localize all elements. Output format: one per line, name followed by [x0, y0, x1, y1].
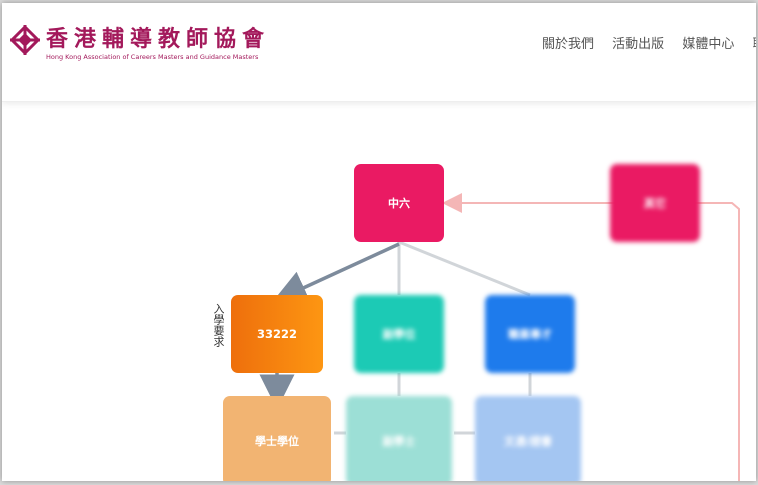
node-requirement-33222[interactable]: 33222 — [231, 295, 323, 373]
nav-events[interactable]: 活動出版 — [612, 37, 665, 52]
arrow-center-to-requirement — [272, 242, 400, 304]
main-nav: 關於我們 活動出版 媒體中心 聯絡 — [542, 33, 756, 52]
admission-requirement-label: 入學要求 — [212, 303, 225, 347]
logo-english-name: Hong Kong Association of Careers Masters… — [46, 53, 259, 61]
node-other[interactable]: 其它 — [610, 164, 700, 242]
node-associate-degree[interactable]: 副學士 — [346, 396, 452, 481]
faded-connectors — [334, 240, 532, 435]
nav-contact[interactable]: 聯絡 — [752, 33, 756, 52]
node-sub-degree[interactable]: 副學位 — [354, 295, 444, 373]
node-diploma[interactable]: 文憑/證書 — [475, 396, 581, 481]
red-return-line — [610, 202, 740, 481]
nav-about[interactable]: 關於我們 — [542, 37, 595, 52]
logo-chinese-name: 香港輔導教師協會 — [46, 27, 271, 52]
node-bachelor-degree[interactable]: 學士學位 — [223, 396, 331, 481]
browser-window: 香港輔導教師協會 Hong Kong Association of Career… — [2, 3, 756, 481]
node-vocational[interactable]: 職業專才 — [485, 295, 575, 373]
site-header: 香港輔導教師協會 Hong Kong Association of Career… — [2, 3, 756, 102]
logo-emblem-icon — [10, 25, 40, 55]
nav-media[interactable]: 媒體中心 — [682, 37, 735, 52]
node-secondary-six[interactable]: 中六 — [354, 164, 444, 242]
